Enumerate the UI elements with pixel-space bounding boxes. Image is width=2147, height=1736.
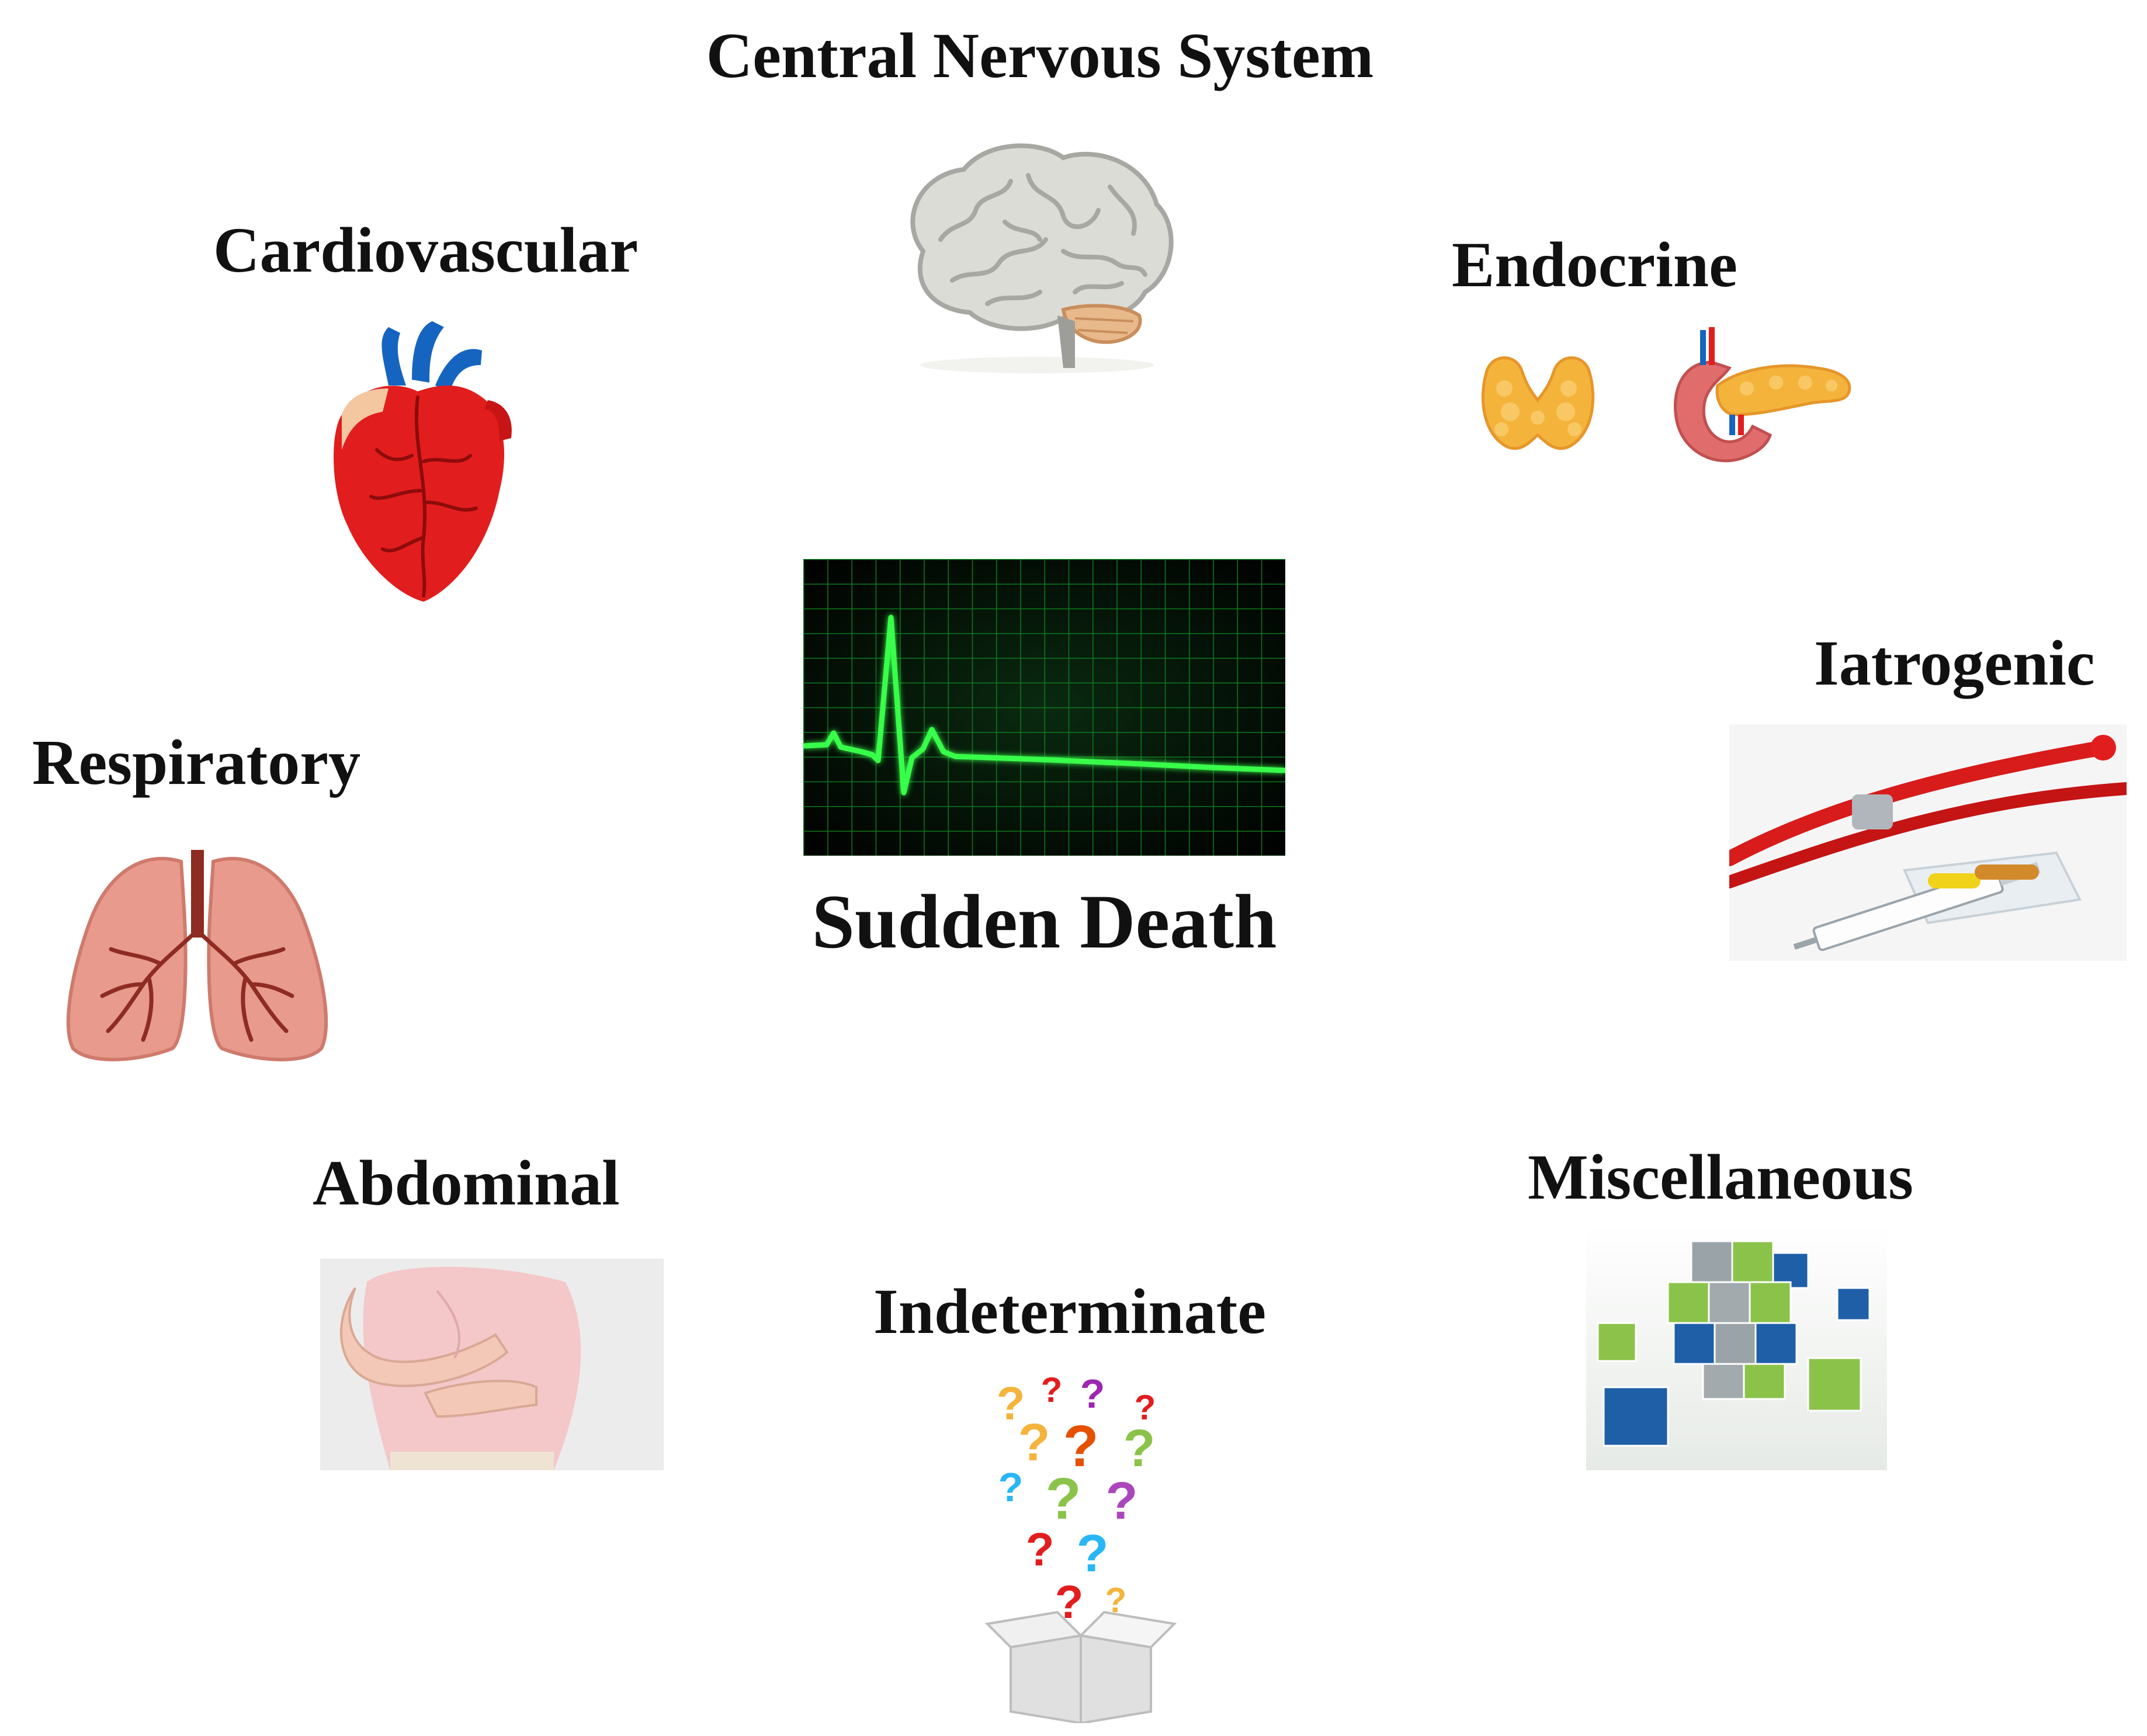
svg-text:?: ?	[1123, 1419, 1156, 1478]
cubes-icon	[1586, 1224, 1887, 1470]
brain-icon	[888, 134, 1186, 380]
center-title: Sudden Death	[811, 879, 1277, 964]
label-indeterminate: Indeterminate	[873, 1276, 1267, 1347]
label-respiratory: Respiratory	[32, 727, 361, 798]
pancreas-icon	[1665, 327, 1858, 473]
heart-icon	[324, 315, 517, 607]
abdominal-pain-icon	[320, 1259, 664, 1470]
svg-text:?: ?	[997, 1377, 1025, 1429]
lungs-icon	[56, 838, 339, 1066]
svg-text:?: ?	[1106, 1472, 1138, 1530]
svg-text:?: ?	[998, 1464, 1024, 1510]
ecg-monitor-icon	[803, 559, 1285, 856]
label-iatrogenic: Iatrogenic	[1814, 627, 2095, 699]
svg-text:?: ?	[1135, 1388, 1156, 1427]
label-miscellaneous: Miscellaneous	[1528, 1141, 1913, 1213]
medical-instruments-icon	[1729, 724, 2127, 961]
label-cns: Central Nervous System	[706, 20, 1374, 91]
svg-text:?: ?	[1063, 1414, 1098, 1479]
svg-text:?: ?	[1026, 1523, 1055, 1575]
label-abdominal: Abdominal	[313, 1147, 620, 1218]
svg-text:?: ?	[1077, 1525, 1109, 1583]
svg-text:?: ?	[1080, 1371, 1105, 1416]
svg-text:?: ?	[1041, 1370, 1063, 1409]
svg-text:?: ?	[1045, 1466, 1081, 1532]
thyroid-icon	[1475, 348, 1601, 456]
question-box-icon: ? ? ? ? ? ? ? ? ? ? ? ? ? ?	[976, 1367, 1186, 1723]
label-cardiovascular: Cardiovascular	[213, 214, 639, 286]
svg-text:?: ?	[1018, 1414, 1050, 1472]
label-endocrine: Endocrine	[1452, 229, 1737, 300]
